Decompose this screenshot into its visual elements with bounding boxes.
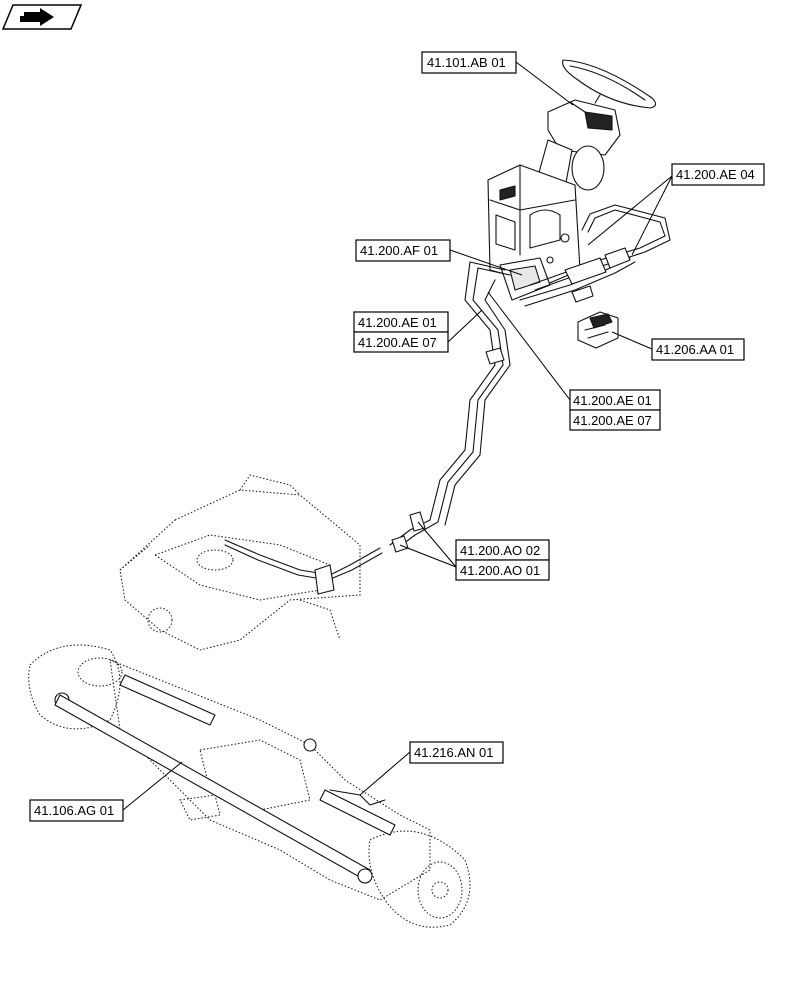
svg-text:41.200.AE 01: 41.200.AE 01 <box>358 315 437 330</box>
pressure-sensor <box>577 311 619 349</box>
callout-41-200-ao-02[interactable]: 41.200.AO 02 <box>455 539 550 561</box>
svg-text:41.200.AE 01: 41.200.AE 01 <box>573 393 652 408</box>
svg-text:41.206.AA 01: 41.206.AA 01 <box>656 342 734 357</box>
callout-41-200-ao-01[interactable]: 41.200.AO 01 <box>455 559 550 581</box>
svg-text:41.106.AG 01: 41.106.AG 01 <box>34 803 114 818</box>
next-page-arrow-icon[interactable] <box>1 4 83 30</box>
callout-41-200-ae-01-left[interactable]: 41.200.AE 01 <box>353 311 449 333</box>
front-axle-assembly <box>28 644 471 928</box>
svg-text:41.101.AB 01: 41.101.AB 01 <box>427 55 506 70</box>
svg-text:41.200.AE 07: 41.200.AE 07 <box>573 413 652 428</box>
hose-group-right <box>519 204 671 307</box>
callout-41-200-ae-04[interactable]: 41.200.AE 04 <box>671 163 765 186</box>
callout-41-106-ag-01[interactable]: 41.106.AG 01 <box>29 799 124 822</box>
front-frame-casting <box>119 474 383 651</box>
svg-text:41.200.AO 02: 41.200.AO 02 <box>460 543 540 558</box>
callout-41-200-af-01[interactable]: 41.200.AF 01 <box>355 239 451 262</box>
svg-text:41.200.AF 01: 41.200.AF 01 <box>360 243 438 258</box>
callout-41-216-an-01[interactable]: 41.216.AN 01 <box>409 741 504 764</box>
svg-text:41.200.AE 07: 41.200.AE 07 <box>358 335 437 350</box>
callout-41-101-ab-01[interactable]: 41.101.AB 01 <box>421 51 517 74</box>
svg-text:41.200.AE 04: 41.200.AE 04 <box>676 167 755 182</box>
callout-41-200-ae-07-right[interactable]: 41.200.AE 07 <box>569 409 661 431</box>
callout-41-200-ae-01-right[interactable]: 41.200.AE 01 <box>569 389 661 411</box>
callout-41-200-ae-07-left[interactable]: 41.200.AE 07 <box>353 331 449 353</box>
svg-text:41.216.AN 01: 41.216.AN 01 <box>414 745 494 760</box>
hose-lines-main <box>389 261 511 553</box>
callout-41-206-aa-01[interactable]: 41.206.AA 01 <box>651 338 745 361</box>
svg-text:41.200.AO 01: 41.200.AO 01 <box>460 563 540 578</box>
